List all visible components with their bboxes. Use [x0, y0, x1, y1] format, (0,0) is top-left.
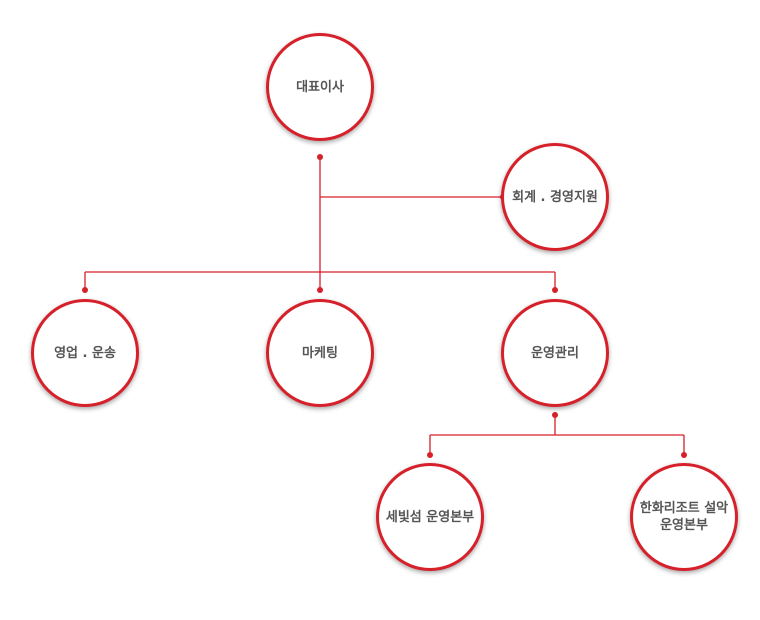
node-hanwha-seorak-label: 한화리조트 설악 운영본부	[639, 501, 729, 533]
node-marketing-label: 마케팅	[302, 345, 338, 361]
connector-dot	[681, 452, 687, 458]
node-sebitseom-label: 세빛섬 운영본부	[385, 509, 475, 525]
connector-dot	[427, 452, 433, 458]
node-accounting-support-label: 회계 . 경영지원	[512, 189, 598, 205]
node-ceo-label: 대표이사	[296, 79, 344, 95]
connector-dot	[552, 412, 558, 418]
node-hanwha-seorak: 한화리조트 설악 운영본부	[630, 463, 738, 571]
connector-dot	[552, 287, 558, 293]
node-operations: 운영관리	[501, 299, 609, 407]
connector-dot	[317, 154, 323, 160]
node-operations-label: 운영관리	[531, 345, 579, 361]
node-accounting-support: 회계 . 경영지원	[501, 143, 609, 251]
node-marketing: 마케팅	[266, 299, 374, 407]
connector-dot	[82, 287, 88, 293]
node-sales-transport-label: 영업 . 운송	[54, 345, 116, 361]
connector-dot	[317, 287, 323, 293]
node-sales-transport: 영업 . 운송	[31, 299, 139, 407]
node-ceo: 대표이사	[266, 33, 374, 141]
node-sebitseom: 세빛섬 운영본부	[376, 463, 484, 571]
